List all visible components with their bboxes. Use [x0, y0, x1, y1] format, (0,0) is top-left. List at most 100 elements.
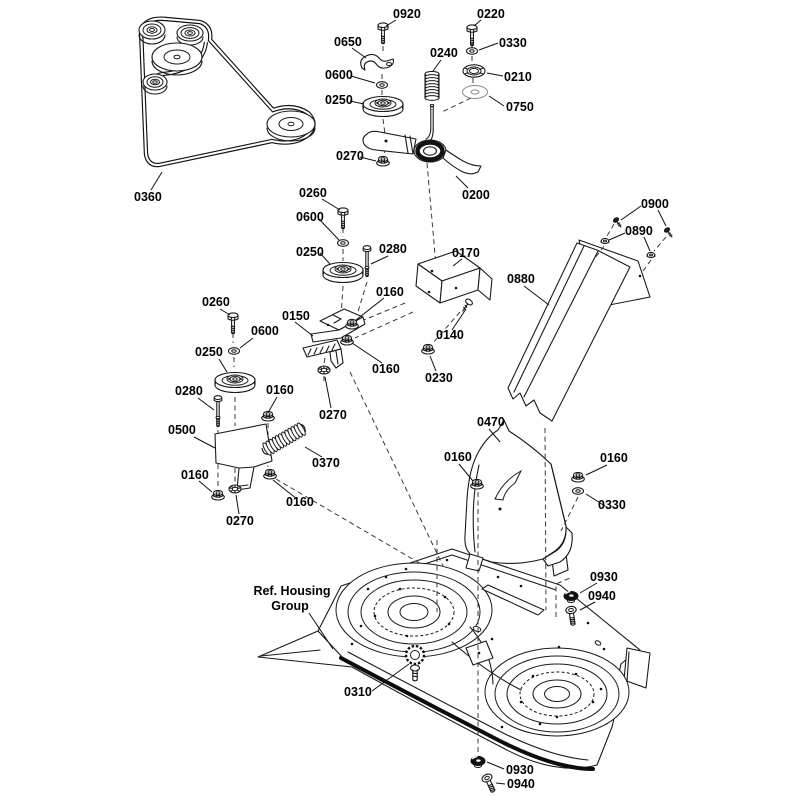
deck-front-edge [339, 656, 595, 771]
part-label-0330-top: 0330 [499, 36, 527, 50]
part-label-0220: 0220 [477, 7, 505, 21]
part-label-0270-left: 0270 [226, 514, 254, 528]
washer-0600-mid [336, 239, 350, 247]
washer-0600-left [227, 347, 241, 355]
bolt-0260-left [227, 312, 239, 335]
part-label-0140: 0140 [436, 328, 464, 342]
washer-0600-top [375, 81, 389, 89]
part-label-0240: 0240 [430, 46, 458, 60]
label-leader-lines [150, 19, 667, 785]
part-label-0280-left: 0280 [175, 384, 203, 398]
idler-pulley-0250-left [214, 371, 256, 394]
part-label-0650: 0650 [334, 35, 362, 49]
clip-0650 [360, 53, 395, 71]
nut-0160-left-bottom [211, 489, 225, 501]
nut-0160-left-upper [261, 410, 275, 422]
bracket-0170 [415, 250, 493, 304]
part-label-0940-bottom: 0940 [507, 777, 535, 791]
belt-guard-rail [481, 584, 545, 616]
deck-bolt-0310 [404, 644, 426, 682]
bracket-0150 [302, 308, 366, 369]
deck-right-tab [623, 647, 651, 689]
washer-0330-top [465, 47, 479, 55]
spring-0240 [424, 70, 440, 143]
screw-0900-b [663, 226, 675, 240]
nut-0890-b [646, 251, 656, 259]
part-label-0260-left: 0260 [202, 295, 230, 309]
deflector-body [464, 419, 567, 565]
chute-tube [507, 242, 631, 422]
part-label-0890: 0890 [625, 224, 653, 238]
part-label-0160-deflector-right: 0160 [600, 451, 628, 465]
pulley-small-a [138, 20, 166, 45]
idler-pulley-0250-mid [322, 261, 364, 284]
part-label-0940-right: 0940 [588, 589, 616, 603]
part-label-0210: 0210 [504, 70, 532, 84]
part-label-0250-mid: 0250 [296, 245, 324, 259]
left-spindle-rings [335, 562, 493, 658]
part-label-0270-mid: 0270 [319, 408, 347, 422]
nut-0270-top [376, 155, 390, 167]
spring-0370 [261, 422, 306, 456]
part-number-labels: 0920 0650 0600 0250 0270 0360 0220 0330 … [134, 7, 669, 791]
nut-0160-mid-lower [340, 334, 354, 346]
nut-0230 [421, 343, 435, 355]
bolt-0260-mid [337, 207, 349, 230]
part-label-0880: 0880 [507, 272, 535, 286]
part-label-0160-mid-upper: 0160 [376, 285, 404, 299]
part-label-0930-bottom: 0930 [506, 763, 534, 777]
nut-0160-mid-upper [345, 318, 359, 330]
top-idler-assembly [360, 22, 488, 175]
ref-housing-group-line1: Ref. Housing [253, 584, 330, 598]
part-label-0750: 0750 [506, 100, 534, 114]
part-label-0920: 0920 [393, 7, 421, 21]
part-label-0170: 0170 [452, 246, 480, 260]
bolt-0280-mid [362, 245, 372, 278]
belt-and-pulleys [138, 16, 316, 168]
ref-housing-group-line2: Group [271, 599, 309, 613]
nut-0160-left-right [263, 468, 277, 480]
part-label-0280-mid: 0280 [379, 242, 407, 256]
part-label-0160-left-upper: 0160 [266, 383, 294, 397]
part-label-0360: 0360 [134, 190, 162, 204]
washer-0330-deflector [571, 487, 585, 495]
part-label-0600-mid: 0600 [296, 210, 324, 224]
deck-housing [257, 521, 651, 771]
pulley-small-b [176, 24, 204, 46]
part-label-0260-mid: 0260 [299, 186, 327, 200]
deflector [464, 419, 573, 572]
part-label-0500: 0500 [168, 423, 196, 437]
left-bracket-assembly [211, 312, 306, 501]
part-label-0160-left-bottom: 0160 [181, 468, 209, 482]
part-label-0230: 0230 [425, 371, 453, 385]
part-label-0200: 0200 [462, 188, 490, 202]
nut-0890-a [600, 237, 610, 245]
deflector-foot [465, 553, 484, 572]
washer-0270-left [228, 484, 242, 494]
idler-arm-0200 [362, 130, 482, 175]
bracket-0500 [214, 423, 273, 491]
part-label-0270-top: 0270 [336, 149, 364, 163]
deflector-flap [542, 526, 573, 567]
part-label-0310: 0310 [344, 685, 372, 699]
part-label-0250-left: 0250 [195, 345, 223, 359]
part-label-0330-deflector: 0330 [598, 498, 626, 512]
middle-bracket-assembly [302, 207, 493, 375]
pulley-large-c [151, 42, 203, 76]
deflector-mark [494, 469, 523, 501]
washer-0750 [462, 85, 488, 99]
part-label-0470: 0470 [477, 415, 505, 429]
part-label-0160-left-right: 0160 [286, 495, 314, 509]
pulley-large-e [266, 110, 316, 142]
pulley-small-d [142, 73, 168, 95]
bolt-0220 [466, 24, 478, 47]
idler-pulley-0250-top [362, 95, 404, 118]
spacer-0210 [462, 64, 486, 78]
screw-0900-a [612, 216, 624, 230]
bolt-0940-bottom [480, 771, 499, 795]
part-label-0900: 0900 [641, 197, 669, 211]
part-label-0160-mid-lower: 0160 [372, 362, 400, 376]
part-label-0250-top: 0250 [325, 93, 353, 107]
